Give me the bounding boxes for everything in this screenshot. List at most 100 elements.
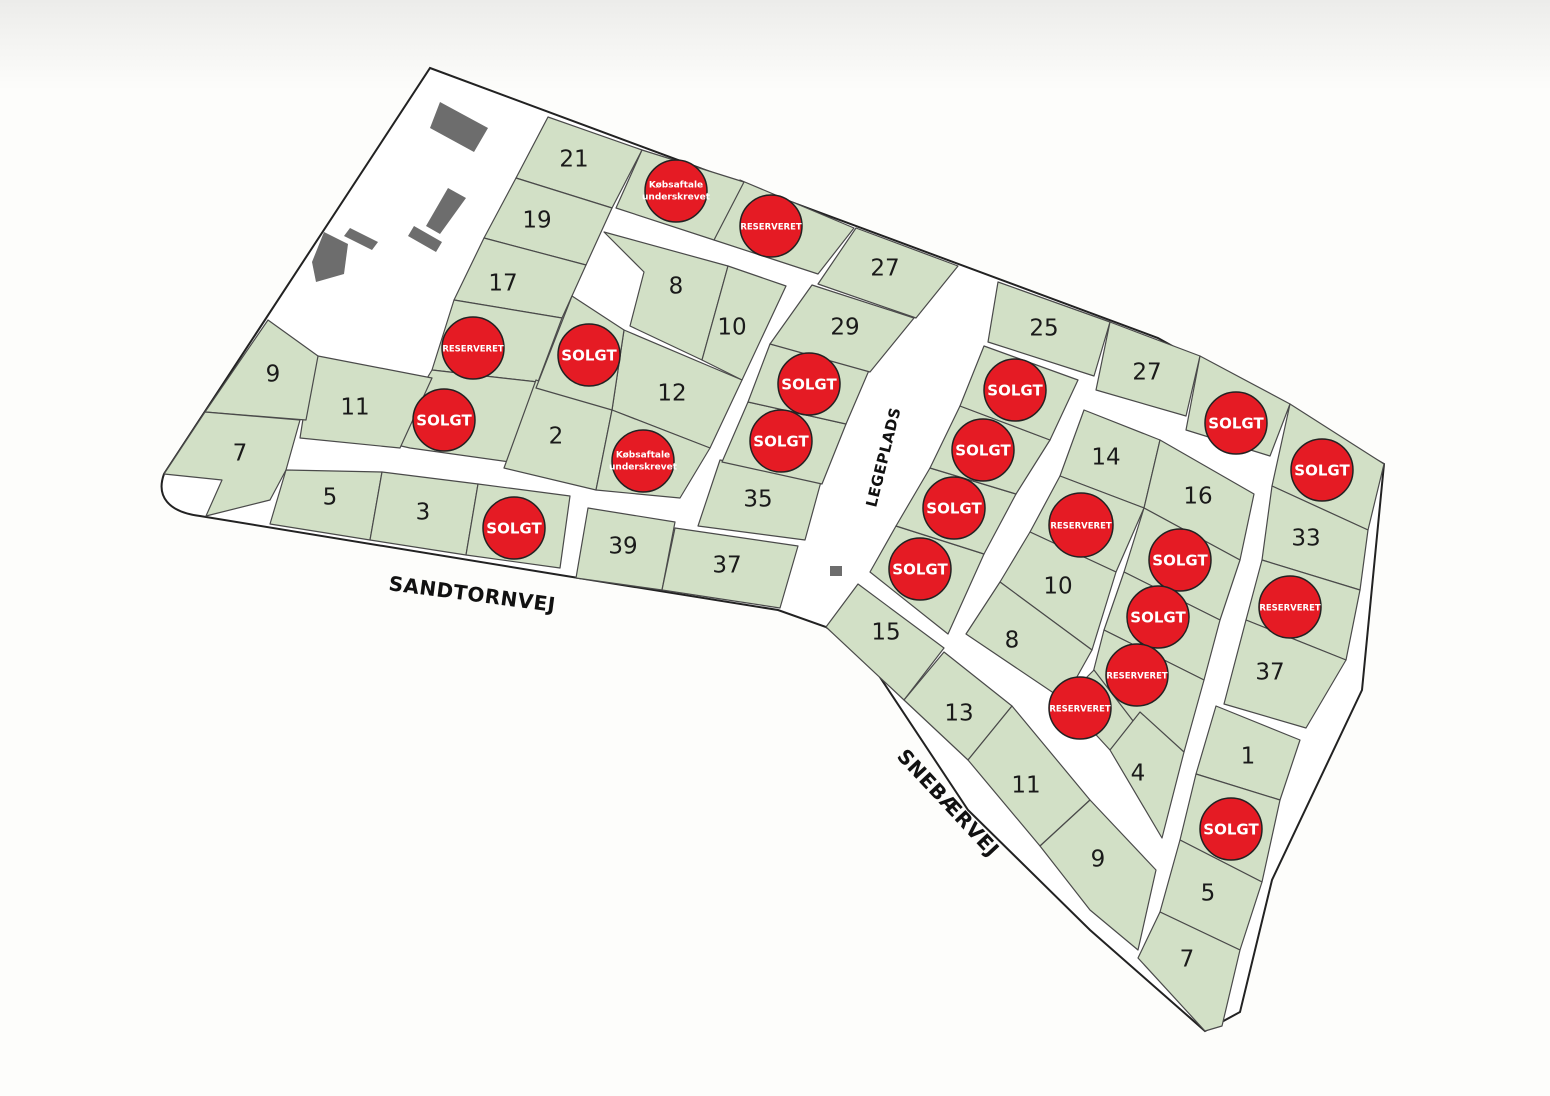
status-badge-reserved: RESERVERET (739, 194, 803, 258)
background-vignette (0, 0, 1550, 90)
lot-number-layer: 2119171197533937352927810122252733371579… (233, 147, 1321, 973)
lot-se-27[interactable] (1095, 321, 1201, 417)
status-badge-sold: SOLGT (557, 323, 621, 387)
lot-number: 37 (1255, 660, 1284, 686)
lot-number: 14 (1091, 445, 1120, 471)
lot-number: 21 (559, 147, 588, 173)
status-badge-text: RESERVERET (1049, 705, 1111, 715)
lot-sw-9[interactable] (204, 319, 319, 421)
status-badge-reserved: RESERVERET (1048, 676, 1112, 740)
status-badge-circle (749, 409, 813, 473)
status-badge-circle (1199, 797, 1263, 861)
status-badge-text: SOLGT (1203, 821, 1259, 839)
lot-number: 9 (1091, 847, 1106, 873)
lot-number: 5 (323, 485, 338, 511)
status-badge-text: underskrevet (609, 463, 678, 473)
status-badge-circle (922, 476, 986, 540)
status-badge-circle (777, 352, 841, 416)
lot-number: 29 (830, 315, 859, 341)
lot-number: 10 (717, 315, 746, 341)
status-badge-text: Købsaftale (649, 181, 703, 191)
status-badge-circle (441, 316, 505, 380)
lot-number: 12 (657, 381, 686, 407)
lot-number: 25 (1029, 316, 1058, 342)
lot-number: 5 (1201, 881, 1216, 907)
existing-buildings (312, 102, 842, 576)
status-badge-text: SOLGT (1294, 462, 1350, 480)
lot-number: 13 (944, 701, 973, 727)
lot-se-7[interactable] (1137, 911, 1241, 1032)
status-badge-sold: SOLGT (1199, 797, 1263, 861)
status-badge-circle (611, 429, 675, 493)
status-badge-circle (983, 358, 1047, 422)
lot-number: 27 (870, 256, 899, 282)
lot-number: 1 (1241, 744, 1256, 770)
status-badge-text: SOLGT (416, 412, 472, 430)
status-badge-sold: SOLGT (951, 418, 1015, 482)
status-badge-text: SOLGT (561, 347, 617, 365)
status-badge-text: SOLGT (1152, 552, 1208, 570)
status-badge-sold: SOLGT (983, 358, 1047, 422)
lot-number: 7 (1180, 947, 1195, 973)
lot-number: 3 (416, 500, 431, 526)
building-2 (426, 188, 466, 234)
status-badge-sold: SOLGT (777, 352, 841, 416)
status-badge-sold: SOLGT (749, 409, 813, 473)
status-badge-text: RESERVERET (442, 345, 504, 355)
status-badge-reserved: RESERVERET (1105, 643, 1169, 707)
lot-number: 11 (1011, 773, 1040, 799)
status-badge-circle (1126, 585, 1190, 649)
playground-marker (830, 566, 842, 576)
lot-number: 4 (1131, 761, 1146, 787)
building-4 (344, 228, 378, 250)
status-badge-circle (1148, 528, 1212, 592)
status-badge-circle (557, 323, 621, 387)
status-badge-text: RESERVERET (740, 223, 802, 233)
lot-number: 9 (266, 362, 281, 388)
lot-number: 17 (488, 271, 517, 297)
status-badge-circle (888, 537, 952, 601)
lot-number: 35 (743, 487, 772, 513)
lot-number: 2 (549, 424, 564, 450)
status-badge-circle (1048, 492, 1114, 558)
status-badge-circle (1204, 391, 1268, 455)
status-badge-text: SOLGT (753, 433, 809, 451)
status-badge-circle (1258, 575, 1322, 639)
status-badge-circle (739, 194, 803, 258)
status-badge-text: SOLGT (892, 561, 948, 579)
lot-number: 16 (1183, 484, 1212, 510)
status-badge-reserved: RESERVERET (1048, 492, 1114, 558)
road-label-sandtornvej: SANDTORNVEJ (387, 571, 557, 617)
status-badge-circle (412, 388, 476, 452)
status-badge-text: SOLGT (1130, 609, 1186, 627)
building-5 (312, 232, 348, 282)
status-badge-sold: SOLGT (1290, 438, 1354, 502)
lot-number: 37 (712, 553, 741, 579)
status-badge-sold: SOLGT (1204, 391, 1268, 455)
lot-se-37[interactable] (1223, 619, 1347, 729)
lot-se-9[interactable] (1039, 799, 1157, 951)
lot-se-25[interactable] (987, 281, 1111, 377)
lot-number: 19 (522, 208, 551, 234)
status-badge-text: RESERVERET (1259, 604, 1321, 614)
lot-number: 11 (340, 395, 369, 421)
status-badge-circle (1048, 676, 1112, 740)
lot-sw-29[interactable] (769, 284, 915, 373)
status-badge-sold: SOLGT (1126, 585, 1190, 649)
status-badge-reserved: RESERVERET (441, 316, 505, 380)
lot-sw-7[interactable] (163, 411, 301, 517)
lot-number: 39 (608, 534, 637, 560)
status-badge-text: RESERVERET (1050, 522, 1112, 532)
status-badge-sold: SOLGT (888, 537, 952, 601)
lot-number: 8 (669, 274, 684, 300)
lot-sw-37[interactable] (661, 527, 799, 609)
lot-sw-8[interactable] (603, 231, 729, 361)
status-badge-sold: SOLGT (922, 476, 986, 540)
lot-se-4[interactable] (1109, 711, 1185, 839)
status-badge-sold: SOLGT (482, 496, 546, 560)
lot-sw-27[interactable] (817, 227, 959, 319)
lot-number: 27 (1132, 360, 1161, 386)
status-badge-text: underskrevet (642, 193, 711, 203)
